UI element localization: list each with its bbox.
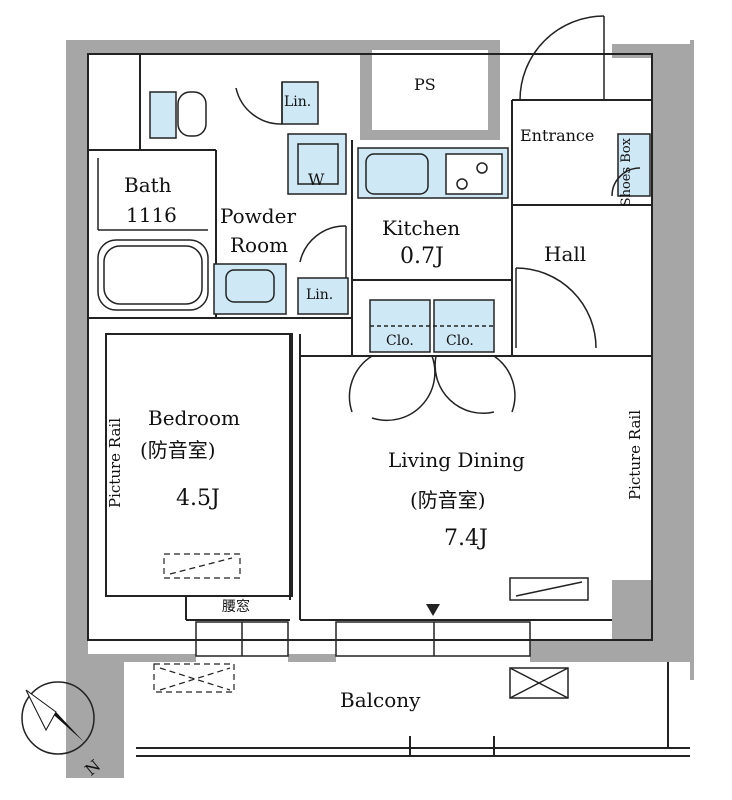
living-dining-title: Living Dining bbox=[388, 448, 525, 472]
kitchen-title: Kitchen bbox=[382, 216, 461, 240]
bedroom-size: 4.5J bbox=[176, 486, 220, 511]
living-soundproof-note: (防音室) bbox=[410, 488, 486, 512]
picture-rail-right-label: Picture Rail bbox=[626, 410, 644, 500]
powder-room-title-line2: Room bbox=[230, 233, 289, 257]
shoes-box-label: Shoes Box bbox=[619, 138, 634, 207]
bedroom-soundproof-note: (防音室) bbox=[140, 438, 216, 462]
ps-label: PS bbox=[414, 75, 436, 94]
linen-closet-bottom-label: Lin. bbox=[306, 287, 334, 303]
bath-size: 1116 bbox=[126, 203, 177, 227]
closet-right-label: Clo. bbox=[446, 333, 474, 349]
hall-label: Hall bbox=[544, 242, 587, 266]
bedroom-title: Bedroom bbox=[148, 406, 240, 430]
picture-rail-left-label: Picture Rail bbox=[106, 418, 124, 508]
living-dining-size: 7.4J bbox=[444, 526, 488, 551]
balcony-label: Balcony bbox=[340, 688, 421, 712]
linen-closet-top-label: Lin. bbox=[284, 94, 312, 110]
bath-title: Bath bbox=[124, 173, 172, 197]
kitchen-size: 0.7J bbox=[400, 244, 444, 269]
entrance-label: Entrance bbox=[520, 126, 595, 145]
waist-window-label: 腰窓 bbox=[222, 599, 250, 615]
interior-walls bbox=[87, 53, 653, 641]
north-compass-icon bbox=[21, 681, 95, 755]
washer-label: W bbox=[308, 170, 325, 189]
closet-left-label: Clo. bbox=[386, 333, 414, 349]
entry-marker-icon bbox=[426, 604, 440, 616]
powder-room-title-line1: Powder bbox=[220, 204, 297, 228]
